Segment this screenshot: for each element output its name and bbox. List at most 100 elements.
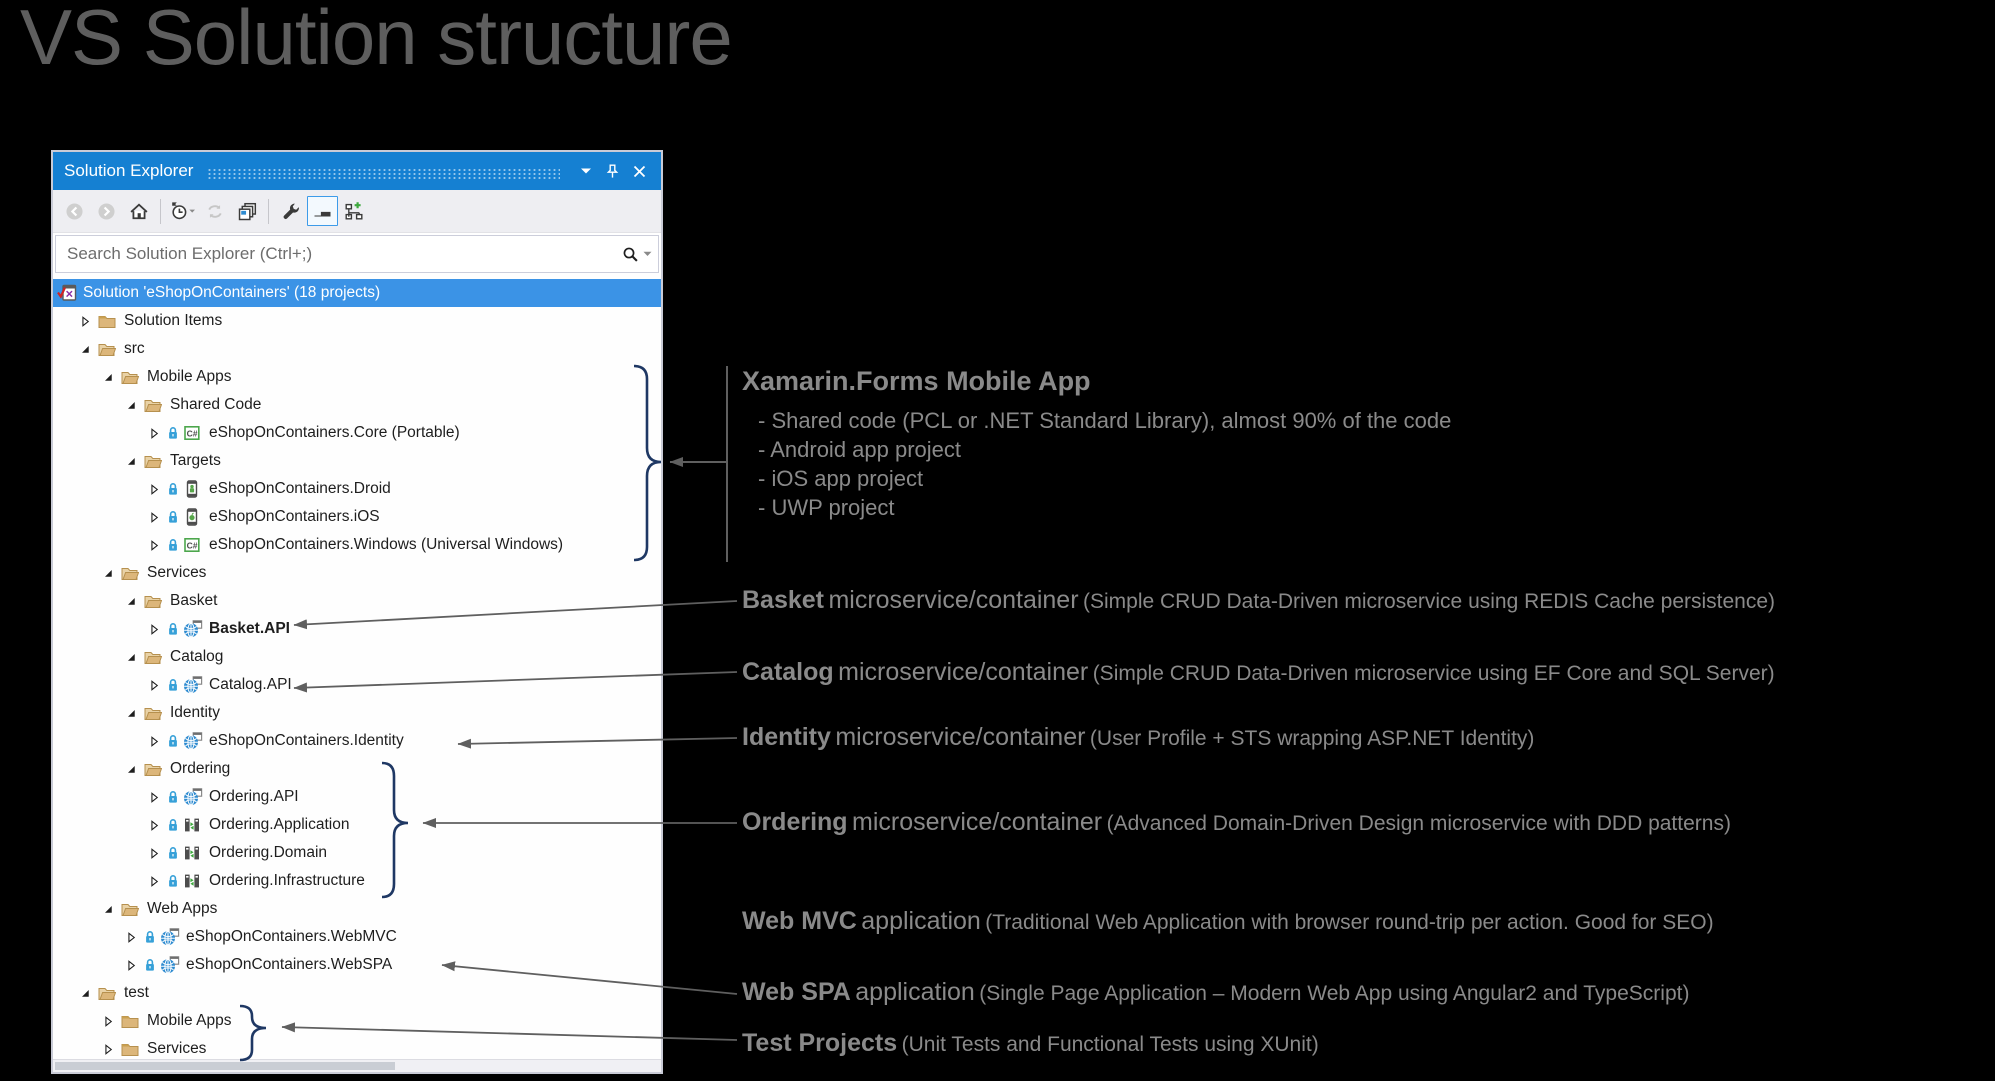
tree-row-ordering[interactable]: Ordering	[53, 755, 661, 783]
expander-expanded-icon[interactable]	[126, 400, 141, 411]
tree-row-eshoponcontainers-core-portable[interactable]: C#eShopOnContainers.Core (Portable)	[53, 419, 661, 447]
tree-row-eshoponcontainers-windows-universal-windows[interactable]: C#eShopOnContainers.Windows (Universal W…	[53, 531, 661, 559]
tree-row-web-apps[interactable]: Web Apps	[53, 895, 661, 923]
expander-collapsed-icon[interactable]	[149, 623, 164, 635]
expander-collapsed-icon[interactable]	[149, 791, 164, 803]
expander-collapsed-icon[interactable]	[149, 875, 164, 887]
tree-row-eshoponcontainers-webmvc[interactable]: eShopOnContainers.WebMVC	[53, 923, 661, 951]
tree-row-services[interactable]: Services	[53, 559, 661, 587]
back-button[interactable]	[59, 196, 90, 226]
web-icon	[183, 788, 204, 806]
expander-collapsed-icon[interactable]	[149, 539, 164, 551]
sync-with-active-document-button[interactable]	[339, 196, 370, 226]
window-position-button[interactable]	[572, 159, 599, 183]
collapse-all-button[interactable]	[231, 196, 262, 226]
expander-collapsed-icon[interactable]	[126, 959, 141, 971]
tree-item-label: Solution Items	[124, 312, 223, 329]
expander-collapsed-icon[interactable]	[149, 427, 164, 439]
collapse-all-icon	[237, 202, 257, 221]
tree-row-mobile-apps[interactable]: Mobile Apps	[53, 363, 661, 391]
tree-row-shared-code[interactable]: Shared Code	[53, 391, 661, 419]
expander-collapsed-icon[interactable]	[149, 847, 164, 859]
callout-web-mvc: Web MVC application (Traditional Web App…	[742, 907, 1714, 936]
close-icon	[633, 165, 646, 177]
callout-ordering: Ordering microservice/container (Advance…	[742, 808, 1731, 837]
toolbar-separator	[268, 198, 269, 224]
tree-row-solution-eshoponcontainers-18-projects[interactable]: ✕Solution 'eShopOnContainers' (18 projec…	[53, 279, 661, 307]
tree-row-basket[interactable]: Basket	[53, 587, 661, 615]
tree-row-targets[interactable]: Targets	[53, 447, 661, 475]
tree-item-label: Basket.API	[209, 620, 290, 637]
tree-row-mobile-apps[interactable]: Mobile Apps	[53, 1007, 661, 1035]
properties-button[interactable]	[275, 196, 306, 226]
callout-identity: Identity microservice/container (User Pr…	[742, 723, 1534, 752]
tree-row-solution-items[interactable]: Solution Items	[53, 307, 661, 335]
web-icon	[183, 676, 204, 694]
annotation-xamarin: Xamarin.Forms Mobile App - Shared code (…	[742, 366, 1451, 522]
home-button[interactable]	[123, 196, 154, 226]
expander-collapsed-icon[interactable]	[149, 735, 164, 747]
expander-collapsed-icon[interactable]	[149, 679, 164, 691]
annotation-bullet: - iOS app project	[758, 466, 924, 491]
tree-item-label: eShopOnContainers.Core (Portable)	[209, 424, 460, 441]
tree-row-src[interactable]: src	[53, 335, 661, 363]
panel-titlebar[interactable]: Solution Explorer	[53, 152, 661, 190]
tree-row-basket-api[interactable]: Basket.API	[53, 615, 661, 643]
expander-expanded-icon[interactable]	[80, 344, 95, 355]
tree-row-identity[interactable]: Identity	[53, 699, 661, 727]
expander-expanded-icon[interactable]	[80, 988, 95, 999]
preview-selected-items-button[interactable]	[307, 196, 338, 226]
expander-expanded-icon[interactable]	[103, 372, 118, 383]
expander-expanded-icon[interactable]	[126, 652, 141, 663]
tree-row-ordering-domain[interactable]: Ordering.Domain	[53, 839, 661, 867]
tree-row-ordering-api[interactable]: Ordering.API	[53, 783, 661, 811]
tree-row-test[interactable]: test	[53, 979, 661, 1007]
chevron-down-icon[interactable]	[643, 251, 652, 257]
horizontal-scrollbar[interactable]	[53, 1059, 661, 1072]
tree-row-ordering-application[interactable]: Ordering.Application	[53, 811, 661, 839]
scrollbar-thumb[interactable]	[55, 1062, 396, 1070]
tree-item-label: eShopOnContainers.WebMVC	[186, 928, 397, 945]
tree-row-ordering-infrastructure[interactable]: Ordering.Infrastructure	[53, 867, 661, 895]
tree-row-eshoponcontainers-droid[interactable]: eShopOnContainers.Droid	[53, 475, 661, 503]
tree-item-label: Ordering.API	[209, 788, 299, 805]
history-button[interactable]	[167, 196, 198, 226]
expander-collapsed-icon[interactable]	[149, 483, 164, 495]
expander-collapsed-icon[interactable]	[149, 819, 164, 831]
expander-collapsed-icon[interactable]	[80, 315, 95, 327]
forward-button[interactable]	[91, 196, 122, 226]
web-icon	[183, 732, 204, 750]
expander-expanded-icon[interactable]	[126, 764, 141, 775]
tree-row-eshoponcontainers-ios[interactable]: eShopOnContainers.iOS	[53, 503, 661, 531]
close-button[interactable]	[626, 159, 653, 183]
droid-icon	[183, 480, 204, 498]
tree-row-eshoponcontainers-identity[interactable]: eShopOnContainers.Identity	[53, 727, 661, 755]
pin-button[interactable]	[599, 159, 626, 183]
drag-handle[interactable]	[207, 167, 560, 179]
panel-title: Solution Explorer	[64, 161, 194, 180]
callout-mid: microservice/container	[835, 723, 1086, 751]
refresh-button[interactable]	[199, 196, 230, 226]
tree-item-label: src	[124, 340, 145, 357]
tree-item-label: Solution 'eShopOnContainers' (18 project…	[83, 284, 381, 301]
web-icon	[160, 928, 181, 946]
expander-collapsed-icon[interactable]	[103, 1015, 118, 1027]
tree-item-label: test	[124, 984, 149, 1001]
tree-row-services[interactable]: Services	[53, 1035, 661, 1059]
chevron-down-icon	[580, 168, 591, 174]
tree-row-catalog[interactable]: Catalog	[53, 643, 661, 671]
expander-collapsed-icon[interactable]	[103, 1043, 118, 1055]
tree-row-catalog-api[interactable]: Catalog.API	[53, 671, 661, 699]
expander-collapsed-icon[interactable]	[149, 511, 164, 523]
search-input[interactable]	[65, 243, 622, 265]
expander-expanded-icon[interactable]	[103, 568, 118, 579]
tree-row-eshoponcontainers-webspa[interactable]: eShopOnContainers.WebSPA	[53, 951, 661, 979]
expander-expanded-icon[interactable]	[126, 596, 141, 607]
expander-expanded-icon[interactable]	[126, 456, 141, 467]
expander-expanded-icon[interactable]	[103, 904, 118, 915]
refresh-icon	[205, 202, 225, 221]
search-icon[interactable]	[622, 246, 639, 263]
expander-collapsed-icon[interactable]	[126, 931, 141, 943]
expander-expanded-icon[interactable]	[126, 708, 141, 719]
callout-detail: (Unit Tests and Functional Tests using X…	[901, 1033, 1319, 1056]
